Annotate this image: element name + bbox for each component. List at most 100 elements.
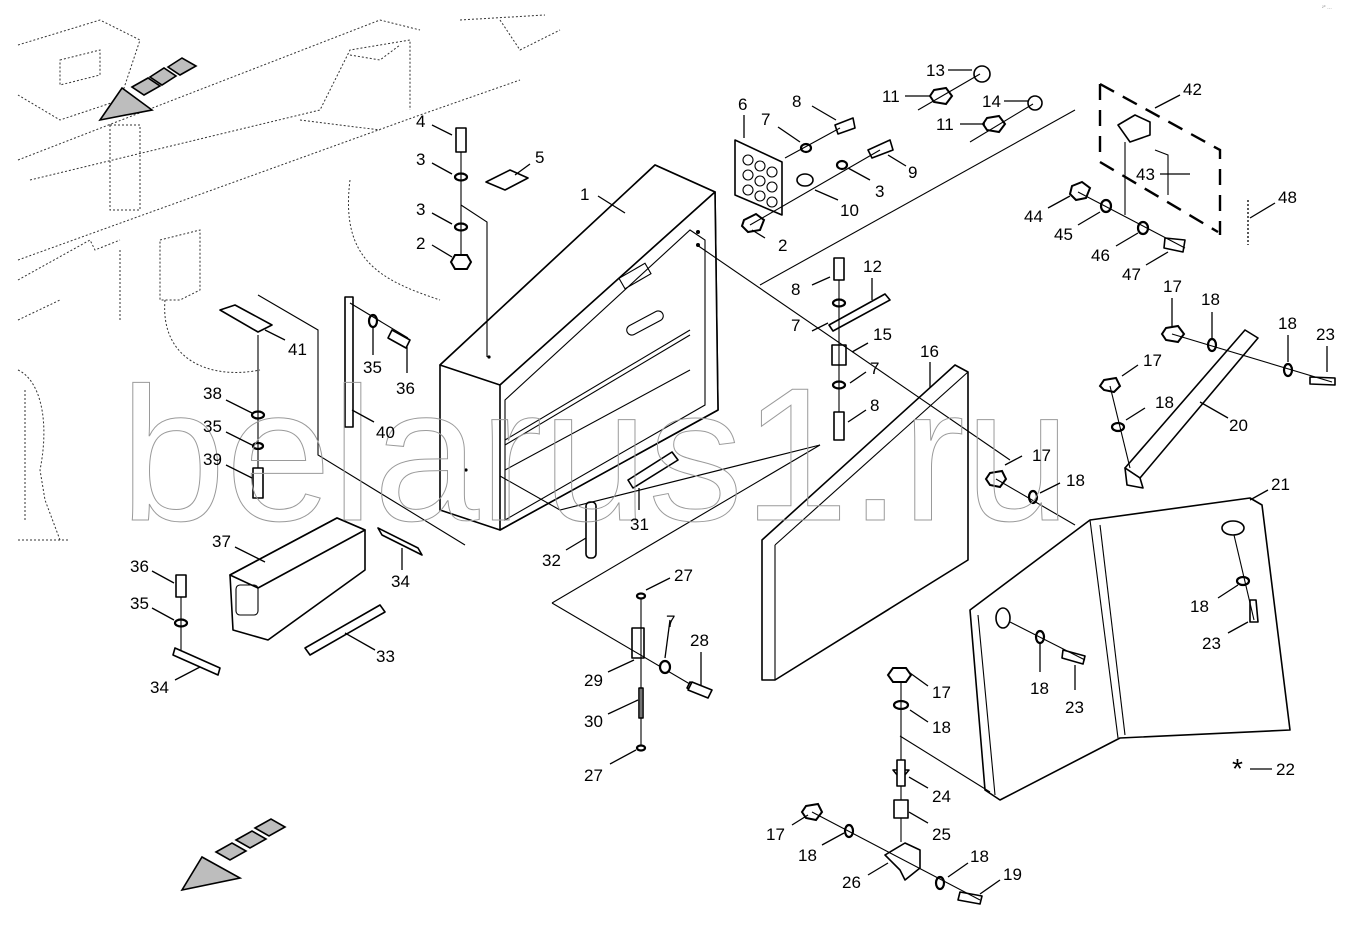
callout-4[interactable]: 4	[416, 112, 425, 131]
callout-6[interactable]: 6	[738, 95, 747, 114]
callout-38[interactable]: 38	[203, 384, 222, 403]
callout-21[interactable]: 21	[1271, 475, 1290, 494]
callout-3[interactable]: 3	[416, 200, 425, 219]
callout-46[interactable]: 46	[1091, 246, 1110, 265]
callout-18[interactable]: 18	[1030, 679, 1049, 698]
callout-35[interactable]: 35	[130, 594, 149, 613]
callout-36[interactable]: 36	[396, 379, 415, 398]
plate-41	[219, 304, 273, 333]
callout-11[interactable]: 11	[936, 115, 954, 134]
callout-7[interactable]: 7	[791, 316, 800, 335]
callout-17[interactable]: 17	[1163, 277, 1182, 296]
callout-12[interactable]: 12	[863, 257, 882, 276]
callout-39[interactable]: 39	[203, 450, 222, 469]
callout-8[interactable]: 8	[870, 396, 879, 415]
callout-5[interactable]: 5	[535, 148, 544, 167]
callout-19[interactable]: 19	[1003, 865, 1022, 884]
callout-10[interactable]: 10	[840, 201, 859, 220]
fastener-set-right	[687, 324, 1336, 905]
callout-18[interactable]: 18	[1278, 314, 1297, 333]
callout-22[interactable]: 22	[1276, 760, 1295, 779]
fastener-stack-13-11-14-11	[917, 65, 1043, 143]
callout-3[interactable]: 3	[416, 150, 425, 169]
callout-17[interactable]: 17	[766, 825, 785, 844]
callout-23[interactable]: 23	[1316, 325, 1335, 344]
callout-34[interactable]: 34	[150, 678, 169, 697]
callout-18[interactable]: 18	[932, 718, 951, 737]
callout-17[interactable]: 17	[1143, 351, 1162, 370]
callout-24[interactable]: 24	[932, 787, 951, 806]
callout-7[interactable]: 7	[761, 110, 770, 129]
callout-11[interactable]: 11	[882, 87, 900, 106]
fastener-stack-36-35-34	[173, 574, 189, 650]
rod-31	[627, 451, 679, 489]
callout-27[interactable]: 27	[584, 766, 603, 785]
mount-leader-41	[257, 294, 466, 546]
callout-37[interactable]: 37	[212, 532, 231, 551]
callout-8[interactable]: 8	[791, 280, 800, 299]
corner-mark: ²° …	[1322, 5, 1332, 11]
callout-20[interactable]: 20	[1229, 416, 1248, 435]
callout-30[interactable]: 30	[584, 712, 603, 731]
callout-17[interactable]: 17	[932, 683, 951, 702]
callout-41[interactable]: 41	[288, 340, 307, 359]
fastener-stack-8-7-12-15-7-8	[696, 244, 1011, 461]
callout-18[interactable]: 18	[798, 846, 817, 865]
asterisk-icon: *	[1232, 753, 1243, 784]
callout-43[interactable]: 43	[1136, 165, 1155, 184]
callout-23[interactable]: 23	[1202, 634, 1221, 653]
callout-40[interactable]: 40	[376, 423, 395, 442]
callout-29[interactable]: 29	[584, 671, 603, 690]
callout-9[interactable]: 9	[908, 163, 917, 182]
callout-31[interactable]: 31	[630, 515, 649, 534]
callout-15[interactable]: 15	[873, 325, 892, 344]
callout-47[interactable]: 47	[1122, 265, 1141, 284]
callout-17[interactable]: 17	[1032, 446, 1051, 465]
callout-1[interactable]: 1	[580, 185, 589, 204]
battery	[229, 517, 366, 641]
callout-25[interactable]: 25	[932, 825, 951, 844]
mount-stud-assembly	[884, 667, 991, 881]
callout-8[interactable]: 8	[792, 92, 801, 111]
callout-18[interactable]: 18	[1201, 290, 1220, 309]
fastener-stack-38-35-39	[250, 335, 266, 499]
callout-7[interactable]: 7	[666, 612, 675, 631]
fastener-stack-4-3-3-2	[449, 127, 529, 357]
callout-23[interactable]: 23	[1065, 698, 1084, 717]
hinge-assembly	[551, 592, 711, 752]
travel-direction-arrow-top	[98, 57, 198, 122]
callout-36[interactable]: 36	[130, 557, 149, 576]
callout-18[interactable]: 18	[1155, 393, 1174, 412]
callout-34[interactable]: 34	[391, 572, 410, 591]
callout-2[interactable]: 2	[416, 234, 425, 253]
callout-16[interactable]: 16	[920, 342, 939, 361]
rail-34-lower	[172, 647, 221, 676]
callout-45[interactable]: 45	[1054, 225, 1073, 244]
callout-18[interactable]: 18	[970, 847, 989, 866]
bracket-20	[1124, 329, 1259, 489]
strip-40	[344, 296, 354, 428]
callout-44[interactable]: 44	[1024, 207, 1043, 226]
callout-27[interactable]: 27	[674, 566, 693, 585]
rail-33	[304, 604, 386, 656]
rear-cover	[969, 497, 1291, 801]
callout-33[interactable]: 33	[376, 647, 395, 666]
callout-14[interactable]: 14	[982, 92, 1001, 111]
callout-3[interactable]: 3	[875, 182, 884, 201]
callout-28[interactable]: 28	[690, 631, 709, 650]
callout-13[interactable]: 13	[926, 61, 945, 80]
callout-18[interactable]: 18	[1190, 597, 1209, 616]
fastener-stack-8-7-9-3-10-2	[740, 109, 1076, 286]
callout-18[interactable]: 18	[1066, 471, 1085, 490]
callout-2[interactable]: 2	[778, 236, 787, 255]
callout-32[interactable]: 32	[542, 551, 561, 570]
box-lid	[761, 364, 969, 681]
callout-35[interactable]: 35	[203, 417, 222, 436]
callout-26[interactable]: 26	[842, 873, 861, 892]
grommet-plate	[734, 139, 783, 216]
callout-48[interactable]: 48	[1278, 188, 1297, 207]
callout-7[interactable]: 7	[870, 359, 879, 378]
callout-35[interactable]: 35	[363, 358, 382, 377]
callout-42[interactable]: 42	[1183, 80, 1202, 99]
